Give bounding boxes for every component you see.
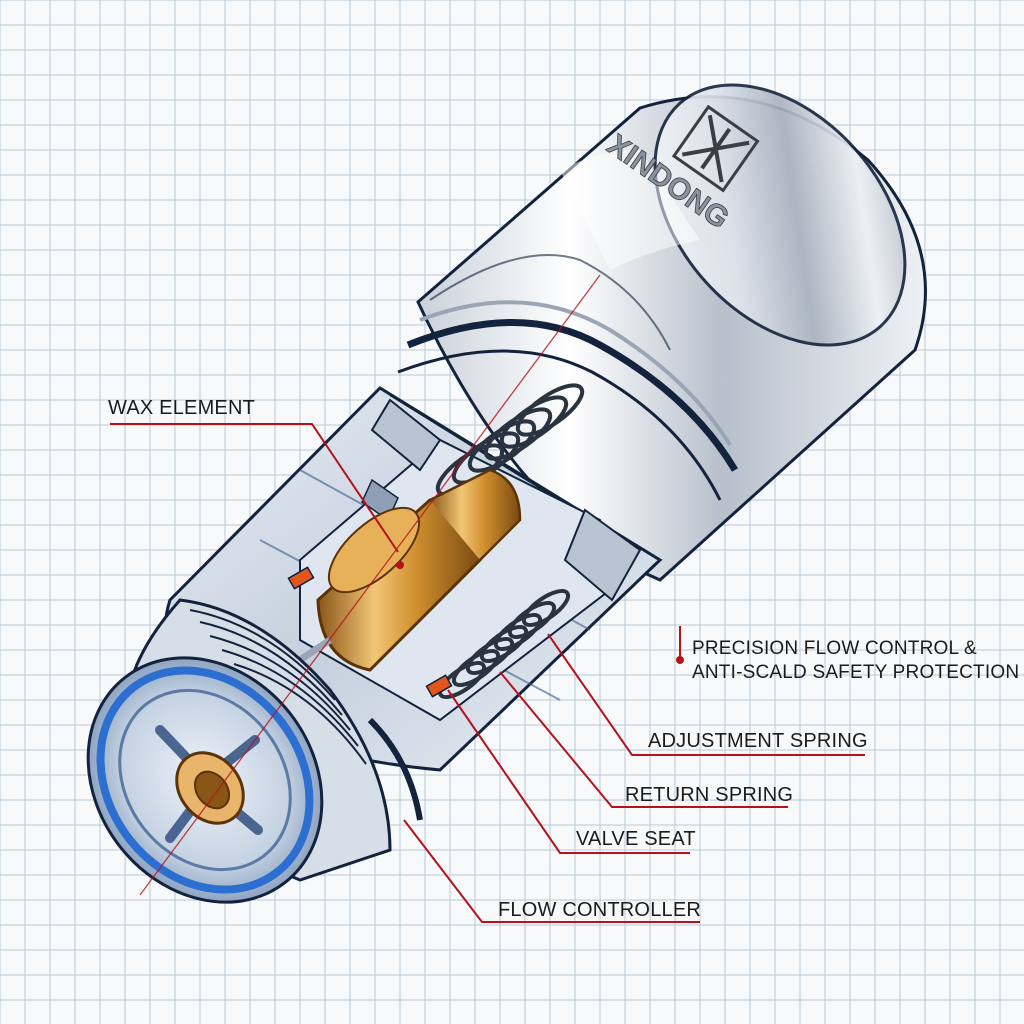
return-spring-label: RETURN SPRING bbox=[625, 784, 794, 806]
valve-seat-seals bbox=[287, 566, 453, 698]
precision-flow-label-line2: ANTI-SCALD SAFETY PROTECTION bbox=[692, 662, 1020, 683]
leader-wax-element bbox=[110, 423, 399, 553]
flow-controller-label: FLOW CONTROLLER bbox=[498, 899, 702, 921]
wax-element bbox=[298, 468, 522, 672]
adjustment-spring-label: ADJUSTMENT SPRING bbox=[648, 730, 868, 752]
valve-seat-label: VALVE SEAT bbox=[576, 828, 696, 850]
wax-element-label: WAX ELEMENT bbox=[108, 397, 256, 419]
leader-precision-dot bbox=[676, 656, 684, 664]
precision-flow-label-line1: PRECISION FLOW CONTROL & bbox=[692, 638, 977, 659]
flow-controller-face bbox=[86, 656, 324, 904]
leader-valve-seat bbox=[447, 689, 690, 854]
center-axis-line bbox=[139, 274, 601, 896]
cap-o-rings bbox=[397, 300, 739, 501]
leader-adjustment-spring bbox=[547, 633, 865, 756]
return-spring bbox=[437, 588, 571, 700]
leader-flow-controller bbox=[403, 819, 700, 923]
leader-return-spring bbox=[499, 671, 788, 808]
leader-lines bbox=[110, 423, 865, 923]
